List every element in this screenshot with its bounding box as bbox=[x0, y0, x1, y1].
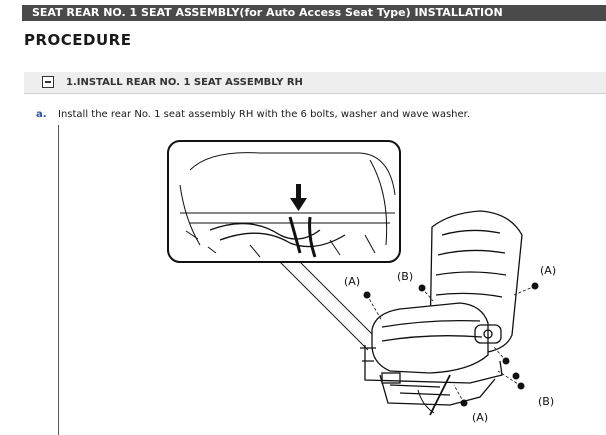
page-title: SEAT REAR NO. 1 SEAT ASSEMBLY(for Auto A… bbox=[32, 6, 503, 19]
callout-b: (B) bbox=[538, 395, 554, 408]
callout-b: (B) bbox=[397, 270, 413, 283]
seat-installation-illustration: (A) (B) (A) (B) (A) bbox=[167, 140, 556, 424]
instruction-text: Install the rear No. 1 seat assembly RH … bbox=[58, 109, 471, 120]
callout-a: (A) bbox=[472, 411, 488, 424]
step-title: 1.INSTALL REAR NO. 1 SEAT ASSEMBLY RH bbox=[66, 77, 303, 88]
seat-assembly bbox=[360, 210, 523, 416]
page-title-bar: SEAT REAR NO. 1 SEAT ASSEMBLY(for Auto A… bbox=[22, 5, 606, 21]
callout-a: (A) bbox=[344, 275, 360, 288]
down-arrow-icon bbox=[290, 184, 307, 211]
instruction-marker: a. bbox=[36, 109, 47, 120]
zoom-inset bbox=[167, 140, 401, 263]
procedure-heading: PROCEDURE bbox=[24, 31, 132, 49]
collapse-icon[interactable] bbox=[42, 76, 54, 88]
callout-a: (A) bbox=[540, 264, 556, 277]
step-header[interactable]: 1.INSTALL REAR NO. 1 SEAT ASSEMBLY RH bbox=[24, 72, 606, 94]
content-divider bbox=[58, 125, 59, 435]
